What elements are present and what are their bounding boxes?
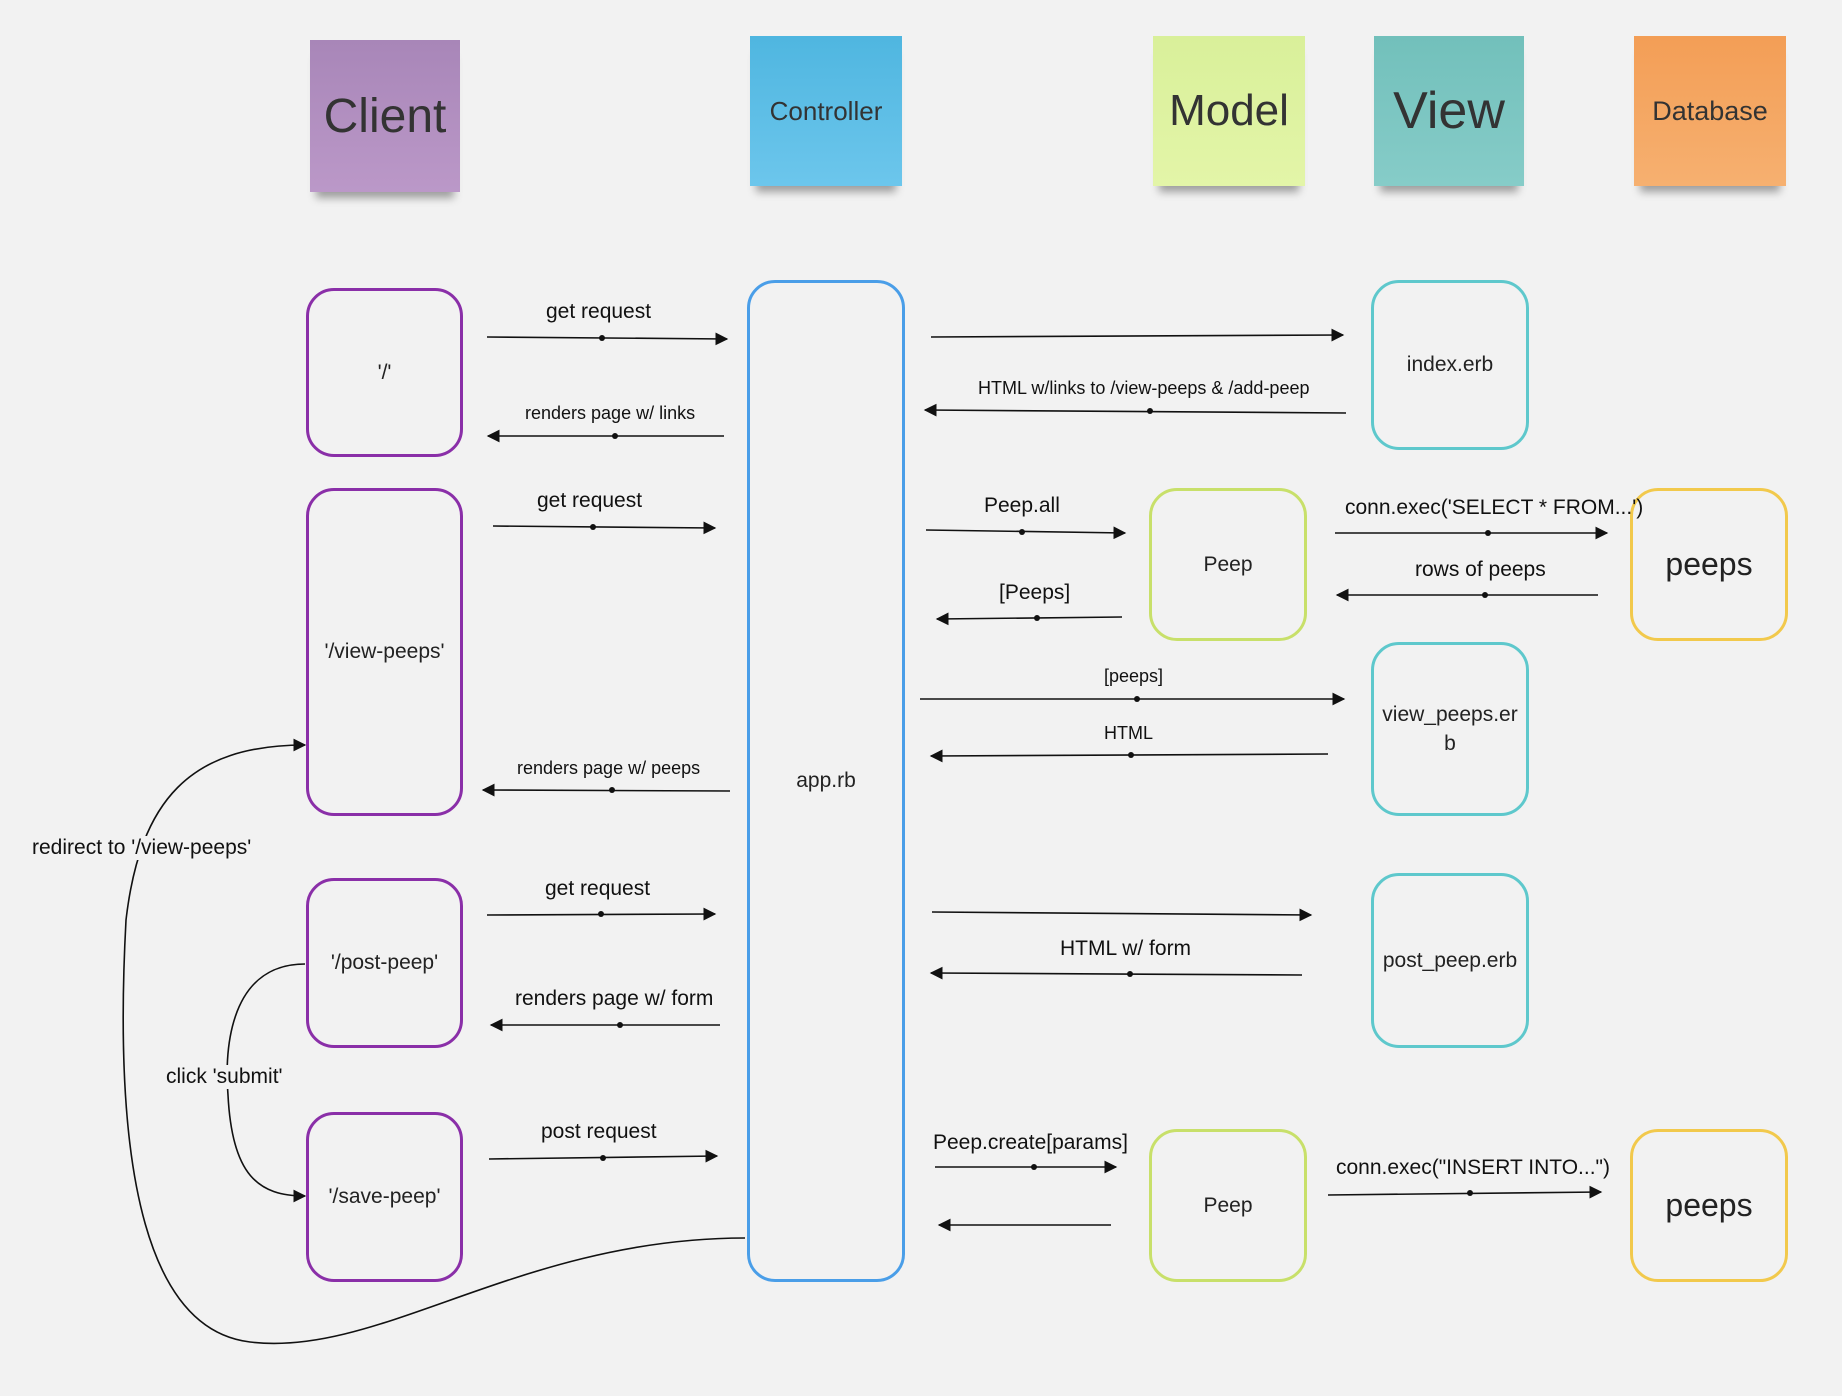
model-header-label: Model [1169,86,1289,135]
arrow-dot [612,433,618,439]
client-header-sticky: Client [310,40,460,192]
arrow-dot [609,787,615,793]
label-get-request-2: get request [537,489,643,512]
arrow-dot [617,1022,623,1028]
arrow-dot [600,1155,606,1161]
client-header-label: Client [323,89,447,143]
db-box-peeps-2[interactable]: peeps [1630,1129,1788,1282]
arrow-dot [1482,592,1488,598]
client-box-save-peep-label: '/save-peep' [328,1185,441,1209]
label-conn-select: conn.exec('SELECT * FROM...') [1345,496,1644,519]
label-renders-form: renders page w/ form [515,987,714,1010]
arrow-dot [1467,1190,1473,1196]
db-box-peeps-1-label: peeps [1665,546,1753,583]
model-box-peep-2[interactable]: Peep [1149,1129,1307,1282]
controller-header-sticky: Controller [750,36,902,186]
controller-header-label: Controller [769,95,883,126]
label-click-submit: click 'submit' [166,1065,283,1089]
model-box-peep-2-label: Peep [1203,1193,1253,1217]
client-box-view-peeps-label: '/view-peeps' [324,640,445,664]
arrow-dot [590,524,596,530]
model-box-peep-1-label: Peep [1203,552,1253,576]
view-box-index-label: index.erb [1406,353,1494,377]
arrow-dot [1147,408,1153,414]
curve-click-submit [226,963,307,1203]
label-renders-links: renders page w/ links [525,403,696,423]
arrow-html-form [929,966,1303,980]
arrow-conn-insert [1327,1185,1603,1199]
view-header-sticky: View [1374,36,1524,186]
client-box-save-peep[interactable]: '/save-peep' [306,1112,463,1282]
arrow-dot [1034,615,1040,621]
view-box-index-erb[interactable]: index.erb [1371,280,1529,450]
arrow-dot [1485,530,1491,536]
db-box-peeps-2-label: peeps [1665,1187,1753,1224]
arrow-dot [1134,696,1140,702]
client-box-view-peeps[interactable]: '/view-peeps' [306,488,463,816]
label-peep-create: Peep.create[params] [933,1131,1128,1154]
label-html: HTML [1104,723,1153,743]
arrow-dot [598,911,604,917]
controller-box-app-rb[interactable]: app.rb [747,280,905,1282]
arrow-html-links [923,403,1347,417]
database-header-sticky: Database [1634,36,1786,186]
arrow-dot [1127,971,1133,977]
arrow-dot [1019,529,1025,535]
label-get-request-1: get request [546,300,652,323]
view-box-view-peeps-erb[interactable]: view_peeps.er b [1371,642,1529,816]
view-box-view-peeps-label: view_peeps.er b [1382,702,1518,755]
view-header-label: View [1393,82,1505,140]
arrow-renders-peeps [481,783,731,797]
client-box-root[interactable]: '/' [306,288,463,457]
label-html-links: HTML w/links to /view-peeps & /add-peep [978,378,1310,398]
label-get-request-3: get request [545,877,651,900]
view-box-post-peep-erb[interactable]: post_peep.erb [1371,873,1529,1048]
arrow-get-request-1 [486,332,729,346]
arrow-peeps-result [935,612,1123,626]
arrow-to-post-peep-erb [931,908,1313,922]
label-peep-all: Peep.all [984,494,1060,517]
arrow-dot [599,335,605,341]
view-box-post-peep-label: post_peep.erb [1382,948,1518,972]
label-peeps-result: [Peeps] [999,581,1071,604]
model-header-sticky: Model [1153,36,1305,186]
label-rows-of-peeps: rows of peeps [1415,558,1546,581]
arrow-to-index-erb [930,328,1345,342]
curve-redirect [122,738,746,1345]
arrow-dot [1031,1164,1037,1170]
client-box-root-label: '/' [377,360,392,384]
label-peeps-param: [peeps] [1104,666,1164,686]
label-renders-peeps: renders page w/ peeps [517,758,701,778]
label-redirect: redirect to '/view-peeps' [32,836,252,860]
label-post-request: post request [541,1120,657,1143]
client-box-post-peep[interactable]: '/post-peep' [306,878,463,1048]
label-conn-insert: conn.exec("INSERT INTO...") [1336,1156,1610,1179]
controller-box-label: app.rb [796,769,856,793]
arrow-dot [1128,752,1134,758]
model-box-peep-1[interactable]: Peep [1149,488,1307,641]
db-box-peeps-1[interactable]: peeps [1630,488,1788,641]
arrow-get-request-2 [492,521,717,535]
arrow-peep-all [925,526,1127,540]
label-html-form: HTML w/ form [1060,937,1192,960]
database-header-label: Database [1652,95,1768,126]
client-box-post-peep-label: '/post-peep' [330,951,439,975]
